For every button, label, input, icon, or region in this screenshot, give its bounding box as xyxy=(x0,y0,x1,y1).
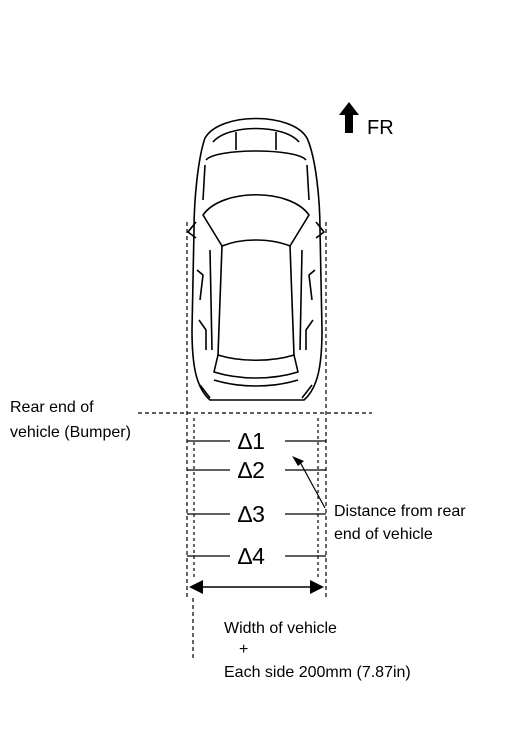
marker-1: ∆1 xyxy=(238,428,265,454)
width-extension-lines xyxy=(186,222,327,660)
distance-label-line1: Distance from rear xyxy=(334,503,466,520)
width-label-line1: Width of vehicle xyxy=(224,620,337,637)
rear-end-label-line1: Rear end of xyxy=(10,399,94,416)
marker-4: ∆4 xyxy=(238,543,265,569)
vehicle-top-view xyxy=(187,117,325,401)
width-label-line2: Each side 200mm (7.87in) xyxy=(224,664,411,681)
front-direction-label: FR xyxy=(367,117,394,139)
marker-2: ∆2 xyxy=(238,457,265,483)
measurement-area-lines xyxy=(193,418,319,578)
up-arrow-icon xyxy=(339,102,359,133)
width-dimension-arrow xyxy=(189,580,324,594)
width-label-plus: + xyxy=(239,641,249,658)
distance-label-line2: end of vehicle xyxy=(334,526,433,543)
distance-leader xyxy=(292,456,326,509)
marker-lines xyxy=(187,440,326,557)
rear-end-label-line2: vehicle (Bumper) xyxy=(10,424,131,441)
marker-3: ∆3 xyxy=(238,501,265,527)
